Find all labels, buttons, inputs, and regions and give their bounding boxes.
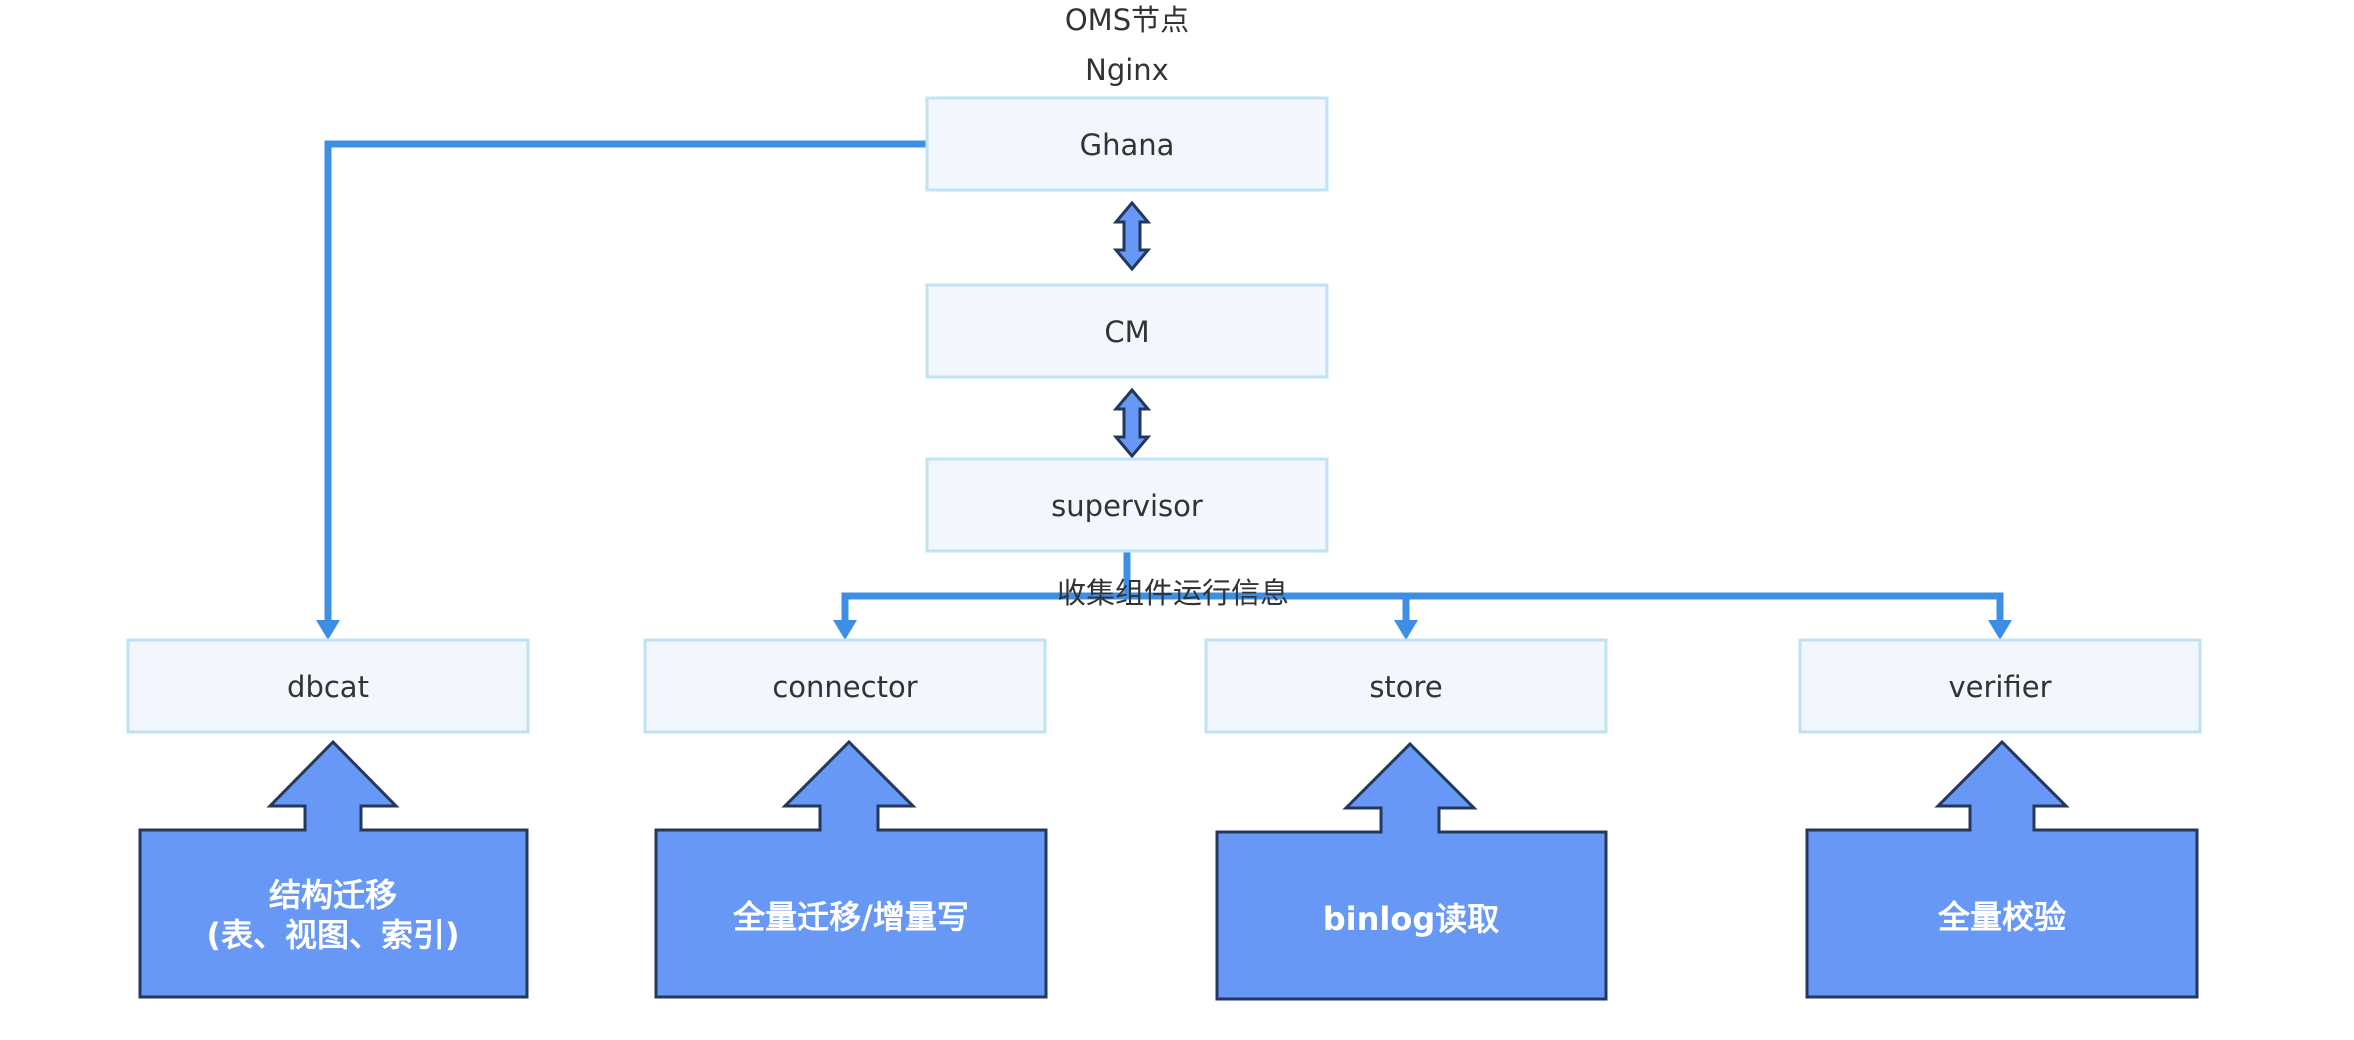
verifier-node: verifier [1798, 638, 2202, 734]
dbcat-function-block: 结构迁移 (表、视图、索引) [138, 739, 529, 999]
store-node-label: store [1369, 670, 1442, 704]
ghana-node-label: Ghana [1080, 128, 1175, 162]
supervisor-node: supervisor [925, 457, 1329, 553]
cm-node-label: CM [1104, 315, 1149, 349]
connector-node-label: connector [772, 670, 917, 704]
diagram-subtitle: Nginx [1085, 53, 1169, 87]
dbcat-function-line1: 结构迁移 [269, 876, 397, 914]
cm-supervisor-double-arrow-icon [1112, 387, 1152, 459]
connector-function-block: 全量迁移/增量写 [654, 739, 1048, 999]
dbcat-function-line2: (表、视图、索引) [206, 916, 459, 954]
bus-line-connector [841, 592, 2004, 622]
connector-arrowhead [833, 620, 857, 640]
ghana-cm-double-arrow-icon [1112, 200, 1152, 272]
supervisor-node-label: supervisor [1051, 489, 1203, 523]
store-function-block: binlog读取 [1215, 741, 1608, 1001]
store-node: store [1204, 638, 1608, 734]
cm-node: CM [925, 283, 1329, 379]
verifier-function-block: 全量校验 [1805, 739, 2199, 999]
connector-label: 收集组件运行信息 [1057, 576, 1289, 610]
dbcat-node: dbcat [126, 638, 530, 734]
connector-function-label: 全量迁移/增量写 [732, 898, 969, 936]
verifier-node-label: verifier [1948, 670, 2051, 704]
store-function-label: binlog读取 [1323, 900, 1500, 938]
connector-node: connector [643, 638, 1047, 734]
dbcat-arrowhead [316, 620, 340, 640]
diagram-title: OMS节点 [1065, 3, 1189, 37]
ghana-node: Ghana [925, 96, 1329, 192]
verifier-arrowhead [1988, 620, 2012, 640]
ghana-to-dbcat-connector [324, 140, 927, 622]
store-arrowhead [1394, 620, 1418, 640]
verifier-function-label: 全量校验 [1937, 898, 2066, 936]
dbcat-node-label: dbcat [287, 670, 369, 704]
